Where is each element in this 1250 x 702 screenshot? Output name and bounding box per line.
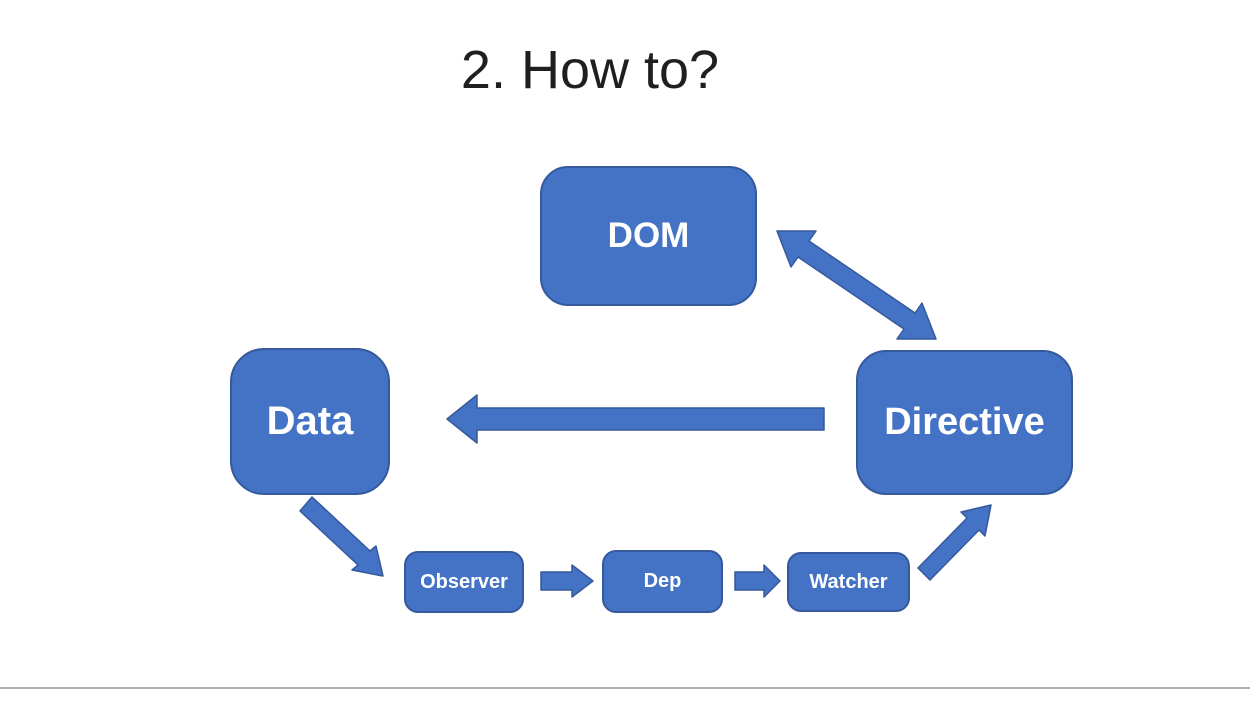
- node-dom-label: DOM: [607, 216, 690, 255]
- node-observer: Observer: [404, 551, 524, 613]
- node-watcher-label: Watcher: [809, 570, 888, 593]
- node-directive-label: Directive: [884, 401, 1045, 443]
- node-data-label: Data: [266, 399, 354, 443]
- node-dep-label: Dep: [643, 570, 682, 592]
- node-watcher: Watcher: [787, 552, 910, 612]
- node-observer-label: Observer: [420, 570, 508, 593]
- arrow-watcher-to-directive: [917, 504, 992, 581]
- slide-title: 2. How to?: [460, 40, 720, 100]
- arrow-observer-to-dep: [540, 564, 594, 598]
- arrow-dep-to-watcher: [734, 564, 781, 598]
- arrow-dom-directive-bidirectional: [776, 230, 937, 340]
- slide-bottom-divider: [0, 687, 1250, 689]
- node-directive: Directive: [856, 350, 1073, 495]
- arrow-data-to-observer: [299, 496, 384, 577]
- node-dep: Dep: [602, 550, 723, 613]
- node-data: Data: [230, 348, 390, 495]
- node-dom: DOM: [540, 166, 757, 306]
- arrow-directive-to-data: [446, 394, 825, 444]
